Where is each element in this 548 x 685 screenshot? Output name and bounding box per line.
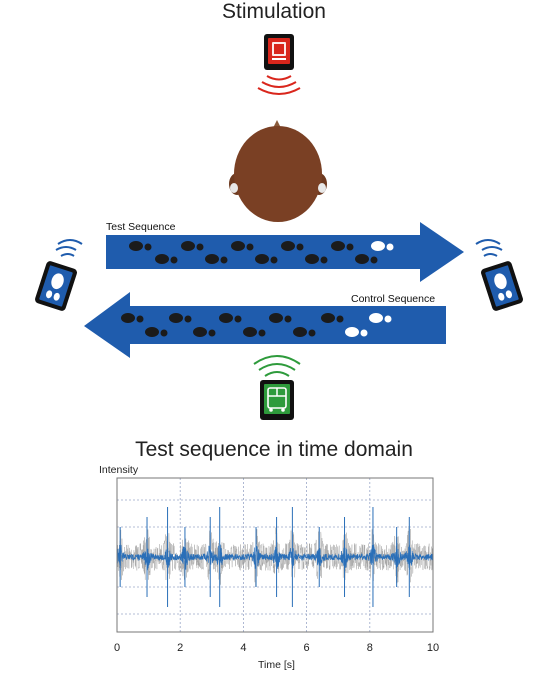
footprint-icon: [371, 241, 394, 251]
footprint-icon: [269, 313, 292, 323]
diagram-title: Stimulation: [222, 0, 326, 23]
footprint-icon: [231, 241, 254, 251]
test-sequence-arrow: [106, 222, 464, 282]
tablet-footprint-icon-right: [475, 239, 523, 311]
footprint-icon: [255, 254, 278, 264]
x-tick-label: 8: [366, 642, 373, 654]
x-tick-label: 10: [426, 642, 440, 654]
footprint-icon: [219, 313, 242, 323]
footprint-icon: [243, 327, 266, 337]
tablet-green-bus-icon: [253, 355, 301, 420]
x-tick-label: 4: [240, 642, 247, 654]
stop-stimulus-tablet-icon: [257, 34, 301, 95]
footprint-icon: [369, 313, 392, 323]
chart-title: Test sequence in time domain: [135, 438, 413, 461]
control-sequence-label: Control Sequence: [351, 293, 436, 305]
x-axis-label: Time [s]: [258, 659, 295, 671]
footprint-icon: [129, 241, 152, 251]
footprint-icon: [355, 254, 378, 264]
control-sequence-arrow: [84, 292, 446, 358]
x-tick-label: 0: [113, 642, 121, 654]
blue-signal-line: [116, 543, 434, 571]
x-tick-label: 6: [303, 642, 310, 654]
footprint-icon: [281, 241, 304, 251]
footprint-icon: [293, 327, 316, 337]
footprint-icon: [331, 241, 354, 251]
tablet-footprint-icon-left: [35, 239, 83, 311]
footprint-icon: [305, 254, 328, 264]
head-icon: [229, 120, 327, 222]
footprint-icon: [205, 254, 228, 264]
footprint-icon: [345, 327, 368, 337]
footprint-icon: [145, 327, 168, 337]
footprint-icon: [121, 313, 144, 323]
footprint-icon: [193, 327, 216, 337]
test-sequence-label: Test Sequence: [106, 221, 176, 233]
footprint-icon: [169, 313, 192, 323]
footprint-icon: [181, 241, 204, 251]
y-axis-label: Intensity: [99, 464, 139, 476]
footprint-icon: [155, 254, 178, 264]
footprint-icon: [321, 313, 344, 323]
x-tick-label: 2: [177, 642, 184, 654]
